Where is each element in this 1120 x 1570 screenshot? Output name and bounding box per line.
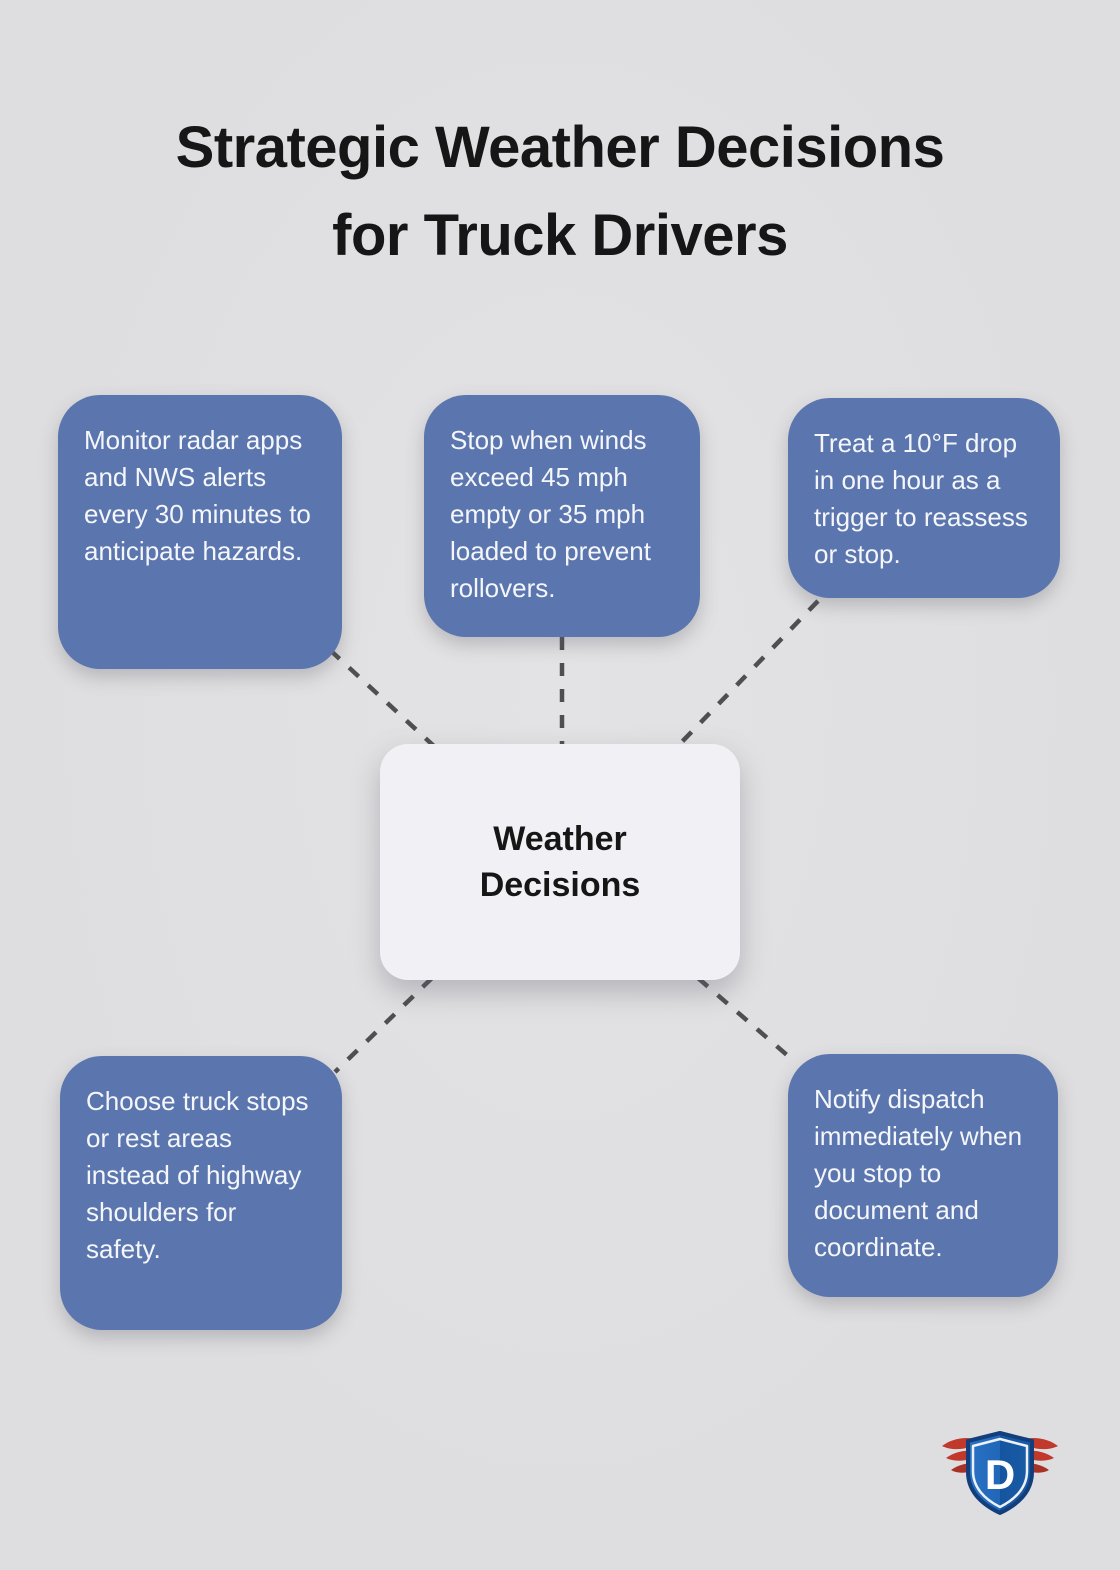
node-wind-limits: Stop when winds exceed 45 mph empty or 3… bbox=[424, 395, 700, 637]
page-title-line-2: for Truck Drivers bbox=[332, 203, 788, 268]
connector-line-top-left bbox=[328, 648, 438, 750]
page-title-line-1: Strategic Weather Decisions bbox=[175, 115, 945, 180]
page-title: Strategic Weather Decisions for Truck Dr… bbox=[0, 104, 1120, 280]
connector-line-top-right bbox=[674, 599, 820, 750]
node-text: Stop when winds exceed 45 mph empty or 3… bbox=[450, 425, 651, 603]
node-monitor-radar: Monitor radar apps and NWS alerts every … bbox=[58, 395, 342, 669]
center-node-label: Weather Decisions bbox=[479, 820, 641, 904]
shield-d-wings-logo: D bbox=[942, 1431, 1058, 1515]
connector-line-bottom-left bbox=[333, 976, 434, 1074]
node-notify-dispatch: Notify dispatch immediately when you sto… bbox=[788, 1054, 1058, 1297]
node-text: Treat a 10°F drop in one hour as a trigg… bbox=[814, 428, 1028, 569]
center-node: Weather Decisions bbox=[380, 744, 740, 980]
node-text: Notify dispatch immediately when you sto… bbox=[814, 1084, 1023, 1262]
node-parking-choice: Choose truck stops or rest areas instead… bbox=[60, 1056, 342, 1330]
node-text: Choose truck stops or rest areas instead… bbox=[86, 1086, 309, 1264]
shield-letter: D bbox=[985, 1451, 1015, 1498]
shield-icon: D bbox=[966, 1431, 1034, 1515]
connector-line-bottom-right bbox=[696, 976, 797, 1064]
node-text: Monitor radar apps and NWS alerts every … bbox=[84, 425, 311, 566]
node-temperature-drop: Treat a 10°F drop in one hour as a trigg… bbox=[788, 398, 1060, 598]
